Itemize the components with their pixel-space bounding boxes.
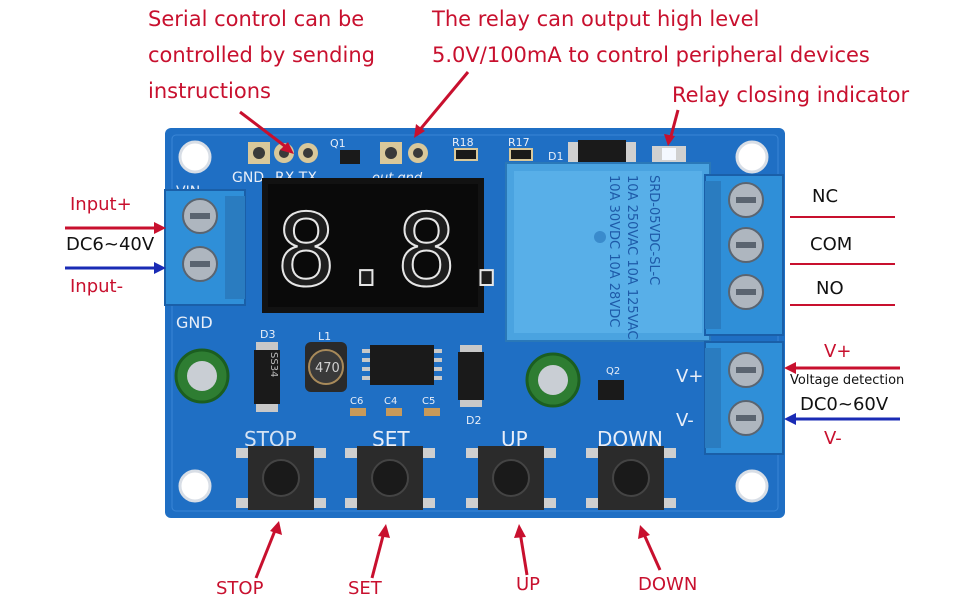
voltage-detect-terminal (704, 341, 784, 455)
annotation-voltage-detection: Voltage detection (790, 373, 905, 388)
silk-d3: D3 (260, 328, 275, 341)
annotation-indicator: Relay closing indicator (672, 83, 910, 107)
down-button[interactable] (586, 446, 676, 510)
diode-d3 (254, 342, 280, 412)
relay-model: SRD-05VDC-SL-C (646, 175, 661, 285)
mounting-holes (178, 140, 769, 503)
silk-q2: Q2 (606, 366, 620, 377)
silk-q1: Q1 (330, 137, 346, 150)
annotation-relay-line1: The relay can output high level (432, 7, 760, 31)
inductor-value: 470 (315, 361, 340, 376)
annotation-relay-line2: 5.0V/100mA to control peripheral devices (432, 43, 870, 67)
silk-r17: R17 (508, 136, 530, 149)
silk-vplus: V+ (676, 366, 703, 387)
ic-chip (362, 345, 442, 385)
silk-c4: C4 (384, 396, 397, 407)
silk-d1: D1 (548, 150, 563, 163)
resistor-r18 (454, 148, 478, 161)
diode-d2 (458, 345, 484, 407)
serial-header (248, 142, 318, 164)
relay-output-terminal (704, 174, 784, 336)
annotation-up: UP (516, 574, 541, 595)
up-button[interactable] (466, 446, 556, 510)
silk-c5: C5 (422, 396, 435, 407)
input-terminal (164, 189, 246, 306)
annotation-dc-detect: DC0~60V (800, 394, 889, 415)
set-button[interactable] (345, 446, 435, 510)
annotation-down: DOWN (638, 574, 698, 595)
annotation-input-minus: Input- (70, 276, 124, 297)
capacitor-right (525, 352, 581, 408)
output-header (380, 142, 428, 164)
annotation-serial-line3: instructions (148, 79, 271, 103)
relay-rating-2: 10A 30VDC 10A 28VDC (606, 175, 621, 327)
annotation-set: SET (348, 578, 382, 599)
silk-d2: D2 (466, 414, 481, 427)
annotation-stop: STOP (216, 578, 264, 599)
silk-r18: R18 (452, 136, 474, 149)
annotation-serial-line2: controlled by sending (148, 43, 375, 67)
annotation-serial-line1: Serial control can be (148, 7, 365, 31)
cap-c4 (386, 408, 402, 416)
capacitor-left (174, 348, 230, 404)
relay-rating-1: 10A 250VAC 10A 125VAC (624, 175, 639, 340)
annotation-v-minus: V- (824, 428, 842, 449)
silk-c6: C6 (350, 396, 363, 407)
relay (505, 162, 711, 342)
annotation-v-plus: V+ (824, 341, 852, 362)
annotation-input-plus: Input+ (70, 194, 132, 215)
q2-transistor (598, 380, 624, 400)
diode-d3-code: SS34 (268, 352, 279, 377)
cap-c6 (350, 408, 366, 416)
inductor-l1 (305, 342, 347, 392)
silk-gnd-top: GND (232, 170, 264, 186)
annotation-dc-in: DC6~40V (66, 234, 155, 255)
silk-gnd-left: GND (176, 313, 213, 332)
silk-vminus: V- (676, 410, 694, 431)
annotation-no: NO (816, 278, 844, 299)
annotation-nc: NC (812, 186, 839, 207)
led-lens (662, 148, 676, 160)
annotation-arrows (65, 71, 900, 579)
cap-c5 (424, 408, 440, 416)
silk-l1: L1 (318, 330, 331, 343)
resistor-r17 (509, 148, 533, 161)
q1-transistor (340, 150, 360, 164)
annotation-com: COM (810, 234, 853, 255)
stop-button[interactable] (236, 446, 326, 510)
diode-d1 (578, 140, 626, 166)
